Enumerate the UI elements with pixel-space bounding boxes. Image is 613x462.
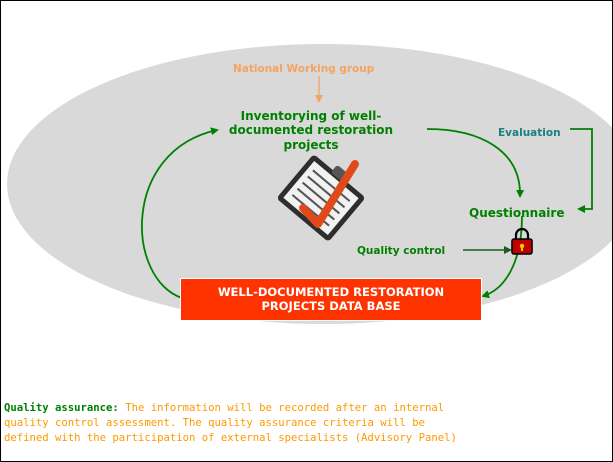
padlock-icon (511, 227, 533, 255)
database-box (180, 278, 482, 321)
national-working-group-label: National Working group (233, 63, 375, 75)
quality-assurance-line-2: quality control assessment. The quality … (4, 417, 425, 429)
quality-assurance-line-1: Quality assurance: The information will … (4, 401, 610, 416)
quality-assurance-title: Quality assurance: (4, 402, 119, 414)
arrow-database-to-inventory (141, 127, 219, 299)
quality-assurance-text-1: The information will be recorded after a… (118, 402, 445, 414)
inventorying-label: Inventorying of well-documented restorat… (228, 109, 394, 152)
quality-assurance-note: Quality assurance: The information will … (4, 401, 610, 446)
evaluation-label: Evaluation (498, 127, 561, 139)
arrow-evaluation-loop (570, 128, 593, 213)
database-label: WELL-DOCUMENTED RESTORATION PROJECTS DAT… (217, 284, 445, 313)
questionnaire-label: Questionnaire (469, 206, 565, 220)
database-node: WELL-DOCUMENTED RESTORATION PROJECTS DAT… (180, 278, 482, 321)
quality-assurance-line-3: defined with the participation of extern… (4, 432, 457, 444)
quality-control-label: Quality control (357, 245, 446, 257)
checkmark-icon (299, 160, 359, 228)
arrow-inventory-to-questionnaire (426, 128, 525, 198)
